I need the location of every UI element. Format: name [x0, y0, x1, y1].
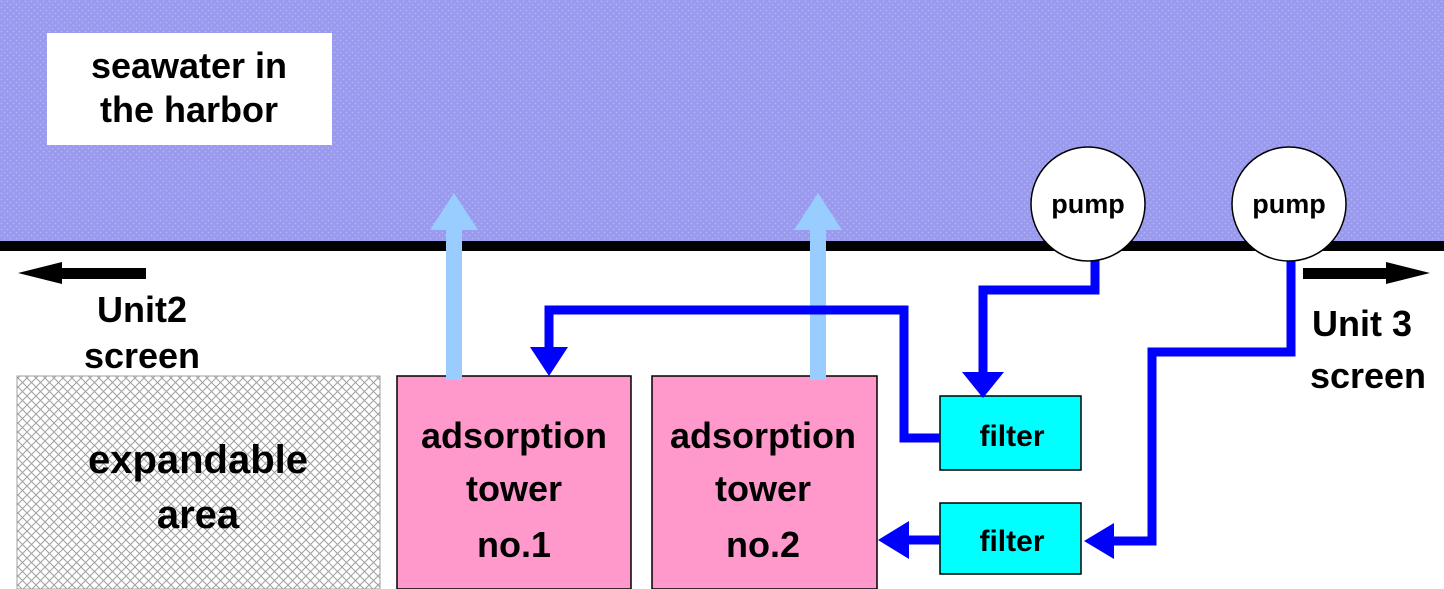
tower-2-line1: adsorption	[670, 415, 856, 456]
unit2-label-line2: screen	[84, 335, 200, 376]
unit2-label-line1: Unit2	[97, 289, 187, 330]
filter-2	[939, 502, 1082, 575]
pipe-filter1-to-tower1	[530, 305, 940, 443]
filter-1	[939, 395, 1082, 471]
seawater-label-line1: seawater in	[91, 45, 287, 86]
pipe-pump2-to-filter2	[1084, 258, 1296, 559]
unit3-arrow-icon	[1303, 262, 1430, 284]
expandable-area-line1: expandable	[88, 438, 308, 482]
expandable-area-line2: area	[157, 493, 240, 537]
outflow-arrow-1-icon	[430, 193, 478, 380]
unit3-label-line1: Unit 3	[1312, 303, 1412, 344]
tower-1-line1: adsorption	[421, 415, 607, 456]
outflow-arrow-2-icon	[794, 193, 842, 380]
filter-1-label: filter	[979, 420, 1044, 453]
expandable-area	[16, 375, 381, 589]
tower-1-line3: no.1	[477, 524, 551, 565]
seawater-label-line2: the harbor	[100, 89, 278, 130]
unit3-label-line2: screen	[1310, 355, 1426, 396]
pipe-filter2-to-tower2	[878, 521, 940, 559]
pipe-pump1-to-filter1	[962, 258, 1100, 398]
adsorption-tower-1	[396, 375, 632, 589]
pump-2-icon	[1231, 146, 1347, 262]
tower-1-line2: tower	[466, 468, 562, 509]
unit2-arrow-icon	[18, 262, 146, 284]
seawater-label-box	[47, 33, 332, 145]
pump-1-label: pump	[1051, 189, 1125, 219]
tower-2-line3: no.2	[726, 524, 800, 565]
filter-2-label: filter	[979, 525, 1044, 558]
shoreline	[0, 241, 1444, 251]
pump-1-icon	[1030, 146, 1146, 262]
pump-2-label: pump	[1252, 189, 1326, 219]
adsorption-tower-2	[651, 375, 878, 589]
tower-2-line2: tower	[715, 468, 811, 509]
